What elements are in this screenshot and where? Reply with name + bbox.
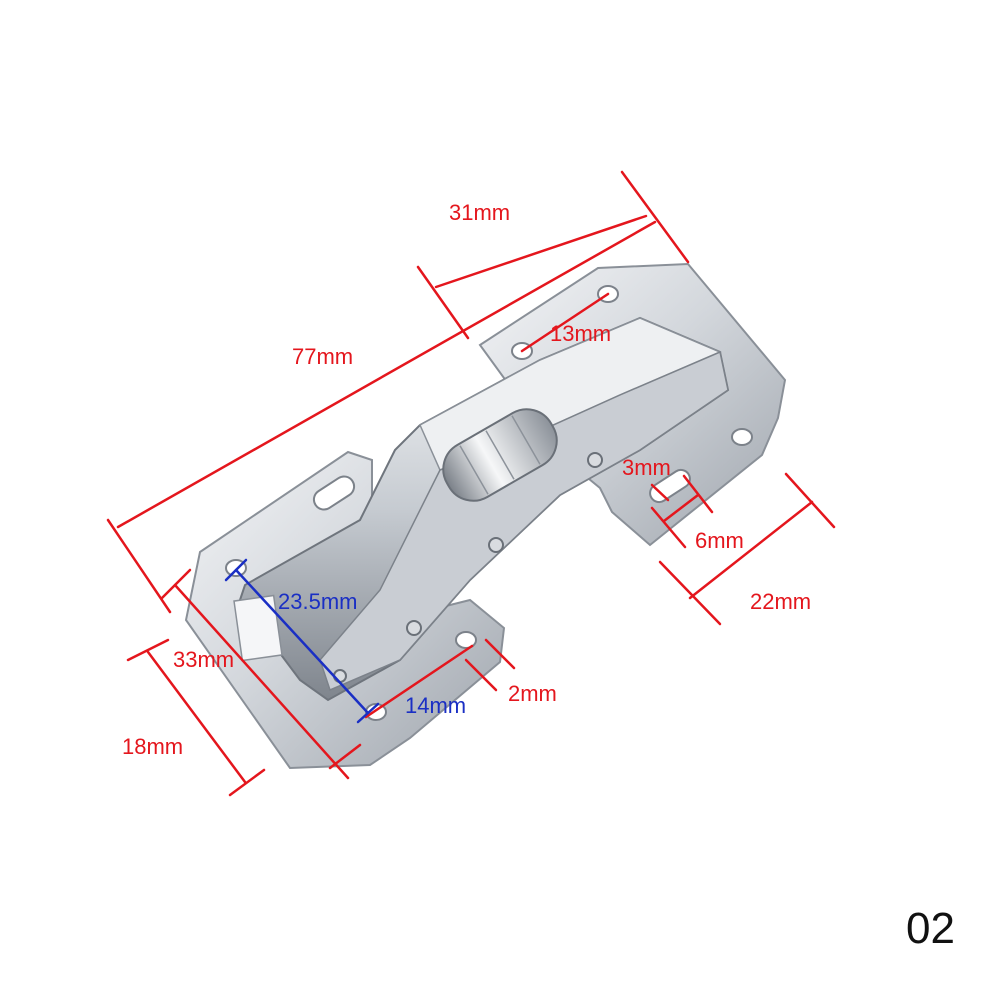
label-33mm: 33mm [173,647,235,672]
dim-line-18mm [146,650,247,784]
dim-line-22mm [688,500,814,600]
rivet-2 [587,452,603,468]
dim-ext-2mm-a [464,658,498,692]
label-13mm: 13mm [550,321,612,346]
left-mounting-plate [184,450,506,770]
dimension-lines-blue [224,558,380,724]
dim-ext-31mm-b [620,170,690,264]
dim-ext-77mm-a [106,518,172,614]
dim-ext-23-5mm-a [224,558,248,582]
dim-line-77mm [116,220,657,529]
dim-line-23-5mm [234,568,370,715]
dim-ext-2mm-b [484,638,516,670]
dim-line-14mm [364,644,474,719]
dim-ext-23-5mm-b [356,702,380,724]
spring-cylinder [442,408,558,502]
dim-ext-22mm-b [784,472,836,529]
label-3mm: 3mm [622,455,671,480]
dim-line-6mm [662,493,700,523]
dim-line-3mm [650,483,670,502]
label-22mm: 22mm [750,589,812,614]
hinge-inner-slot [233,594,283,662]
label-2mm: 2mm [508,681,557,706]
dim-ext-18mm-a [126,638,170,662]
label-23-5mm: 23.5mm [278,589,358,614]
image-number: 02 [906,904,955,953]
dimension-lines [106,170,836,797]
rivet-3 [406,620,422,636]
rivet-4 [333,669,347,683]
label-14mm: 14mm [405,693,467,718]
dim-ext-6mm-a [650,506,687,549]
dim-ext-33mm-a [160,568,192,600]
dim-ext-22mm-a [658,560,722,626]
dim-line-31mm [434,214,648,289]
rivet-1 [488,537,504,553]
label-18mm: 18mm [122,734,184,759]
right-plate-hole-3 [731,428,753,446]
dim-line-13mm [520,292,610,353]
label-31mm: 31mm [449,200,511,225]
label-77mm: 77mm [292,344,354,369]
dim-ext-33mm-b [328,743,362,770]
dim-line-33mm [173,583,350,780]
dim-ext-31mm-a [416,265,470,340]
left-plate-hole-2 [455,631,477,649]
left-plate-slot [312,475,356,511]
dim-ext-18mm-b [228,768,266,797]
label-6mm: 6mm [695,528,744,553]
